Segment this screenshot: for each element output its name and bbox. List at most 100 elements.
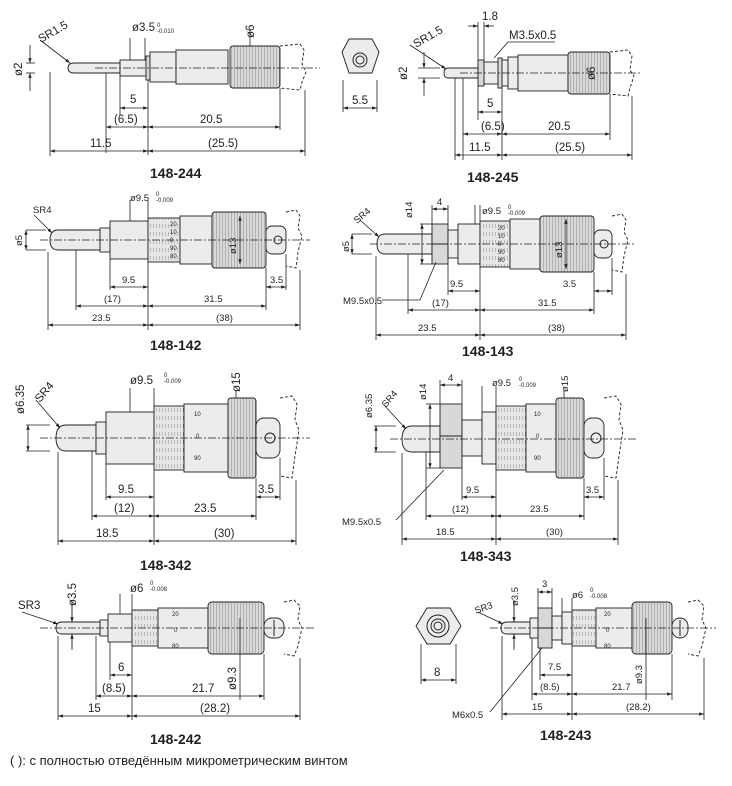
tolerance-upper: 0 bbox=[156, 192, 160, 198]
scale-mark-4: 90 bbox=[170, 246, 177, 252]
dim-e: (25.5) bbox=[555, 142, 585, 154]
dim-b: 3.5 bbox=[270, 275, 283, 286]
label-thimble-diameter: ø9.3 bbox=[634, 665, 645, 684]
label-thread: M9.5x0.5 bbox=[343, 296, 382, 307]
label-thimble-diameter: ø6 bbox=[586, 67, 598, 80]
dim-e: 18.5 bbox=[436, 527, 455, 538]
label-sr: SR1.5 bbox=[37, 19, 71, 45]
nut-end-view: 5.5 bbox=[341, 38, 380, 112]
label-spindle-diameter: ø3.5 bbox=[510, 587, 521, 606]
figure-148-244: SR1.5 ø2 ø3.5 0 -0.010 ø6 5 (6.5) 20.5 1… bbox=[13, 19, 320, 181]
tolerance-upper: 0 bbox=[157, 23, 161, 29]
label-nut-width: 3 bbox=[542, 579, 547, 590]
tolerance-lower: -0.009 bbox=[519, 383, 537, 389]
tolerance-lower: -0.008 bbox=[150, 587, 168, 593]
nut-width: 5.5 bbox=[352, 95, 368, 107]
scale-mark-4: 90 bbox=[498, 250, 505, 256]
dim-b: (8.5) bbox=[540, 682, 560, 693]
dim-e: (25.5) bbox=[208, 138, 238, 150]
tolerance-upper: 0 bbox=[164, 373, 168, 379]
tolerance-lower: -0.008 bbox=[590, 594, 608, 600]
label-spindle-diameter: ø2 bbox=[13, 63, 25, 76]
dim-d: 31.5 bbox=[204, 294, 223, 305]
scale-mark-2: 0 bbox=[174, 628, 178, 634]
tolerance-upper: 0 bbox=[508, 205, 512, 211]
dim-d: 15 bbox=[88, 703, 101, 715]
model-caption: 148-242 bbox=[150, 731, 202, 747]
dim-d: 31.5 bbox=[538, 298, 557, 309]
label-sr: SR3 bbox=[473, 600, 494, 617]
label-sr: SR4 bbox=[33, 205, 51, 216]
scale-mark-3: 0 bbox=[170, 238, 174, 244]
dim-c: 21.7 bbox=[192, 683, 214, 695]
dim-b: (6.5) bbox=[114, 114, 138, 126]
scale-mark-3: 90 bbox=[194, 456, 201, 462]
model-caption: 148-143 bbox=[462, 343, 514, 359]
tolerance-lower: -0.010 bbox=[157, 29, 175, 35]
dim-d: 11.5 bbox=[90, 138, 112, 150]
model-caption: 148-142 bbox=[150, 337, 202, 353]
model-caption: 148-244 bbox=[150, 165, 202, 181]
label-sleeve-diameter: ø9.5 bbox=[492, 378, 511, 389]
label-thimble-diameter: ø13 bbox=[228, 238, 239, 254]
label-sleeve-diameter: ø3.5 bbox=[132, 22, 155, 34]
tolerance-lower: -0.009 bbox=[508, 211, 526, 217]
label-sleeve-diameter: ø9.5 bbox=[482, 206, 501, 217]
label-nut-width: 4 bbox=[448, 373, 453, 384]
dim-c: 20.5 bbox=[200, 114, 222, 126]
dim-d: 15 bbox=[532, 702, 543, 713]
dim-d: 23.5 bbox=[194, 503, 216, 515]
scale-mark-3: 80 bbox=[172, 644, 179, 650]
dim-e: 18.5 bbox=[96, 528, 118, 540]
scale-mark-2: 10 bbox=[170, 230, 177, 236]
dim-e: (28.2) bbox=[200, 703, 230, 715]
label-sleeve-diameter: ø6 bbox=[572, 590, 583, 601]
label-thimble-diameter: ø6 bbox=[245, 25, 257, 38]
dim-c: (12) bbox=[452, 504, 469, 515]
scale-mark-2: 0 bbox=[536, 434, 540, 440]
dim-a: 7.5 bbox=[548, 662, 561, 673]
label-nut-width: 4 bbox=[437, 197, 442, 208]
dim-a: 5 bbox=[487, 98, 493, 110]
dim-a: 9.5 bbox=[118, 484, 134, 496]
footnote: ( ): с полностью отведённым микрометриче… bbox=[10, 753, 348, 768]
label-sr: SR3 bbox=[18, 600, 40, 612]
scale-mark-1: 20 bbox=[498, 226, 505, 232]
figure-148-342: SR4 ø6.35 ø9.5 0 -0.009 ø15 10 0 90 9.5 … bbox=[15, 372, 310, 573]
dim-a: 6 bbox=[118, 662, 124, 674]
dim-a: 9.5 bbox=[466, 485, 479, 496]
scale-mark-1: 10 bbox=[194, 412, 201, 418]
label-sleeve-diameter: ø9.5 bbox=[130, 193, 149, 204]
tolerance-upper: 0 bbox=[519, 377, 523, 383]
label-thimble-diameter: ø13 bbox=[554, 242, 565, 258]
scale-mark-3: 80 bbox=[604, 644, 611, 650]
model-caption: 148-245 bbox=[467, 169, 519, 185]
label-spindle-diameter: ø6.35 bbox=[15, 385, 27, 414]
tolerance-lower: -0.009 bbox=[156, 198, 174, 204]
dim-b: 3.5 bbox=[258, 484, 274, 496]
label-sleeve-diameter: ø6 bbox=[130, 583, 143, 595]
label-width: 1.8 bbox=[482, 11, 498, 23]
dim-e: (28.2) bbox=[626, 702, 651, 713]
scale-mark-5: 80 bbox=[170, 254, 177, 260]
dim-b: (8.5) bbox=[102, 683, 126, 695]
scale-mark-1: 10 bbox=[534, 412, 541, 418]
label-spindle-diameter: ø5 bbox=[14, 235, 25, 246]
label-nut-diameter: ø14 bbox=[418, 384, 429, 400]
label-thread: M3.5x0.5 bbox=[509, 30, 556, 42]
dim-b: (6.5) bbox=[481, 121, 505, 133]
label-sr: SR4 bbox=[380, 389, 400, 410]
dim-d: 11.5 bbox=[469, 142, 491, 154]
dim-f: (30) bbox=[214, 528, 235, 540]
nut-end-view: 8 bbox=[415, 607, 462, 684]
dim-c: (17) bbox=[432, 298, 449, 309]
label-spindle-diameter: ø5 bbox=[341, 241, 352, 252]
label-sr: SR1.5 bbox=[412, 24, 446, 50]
figure-148-245: 5.5 SR1.5 ø2 1.8 M3.5x0.5 bbox=[341, 11, 640, 185]
dim-b: 3.5 bbox=[563, 279, 576, 290]
figure-148-343: SR4 ø6.35 ø14 4 ø9.5 0 -0.009 ø15 10 0 9… bbox=[342, 373, 636, 564]
figure-148-143: SR4 ø5 ø14 4 ø9.5 0 -0.009 ø13 20 10 0 9… bbox=[341, 197, 636, 359]
scale-mark-1: 20 bbox=[604, 612, 611, 618]
tolerance-upper: 0 bbox=[590, 588, 594, 594]
